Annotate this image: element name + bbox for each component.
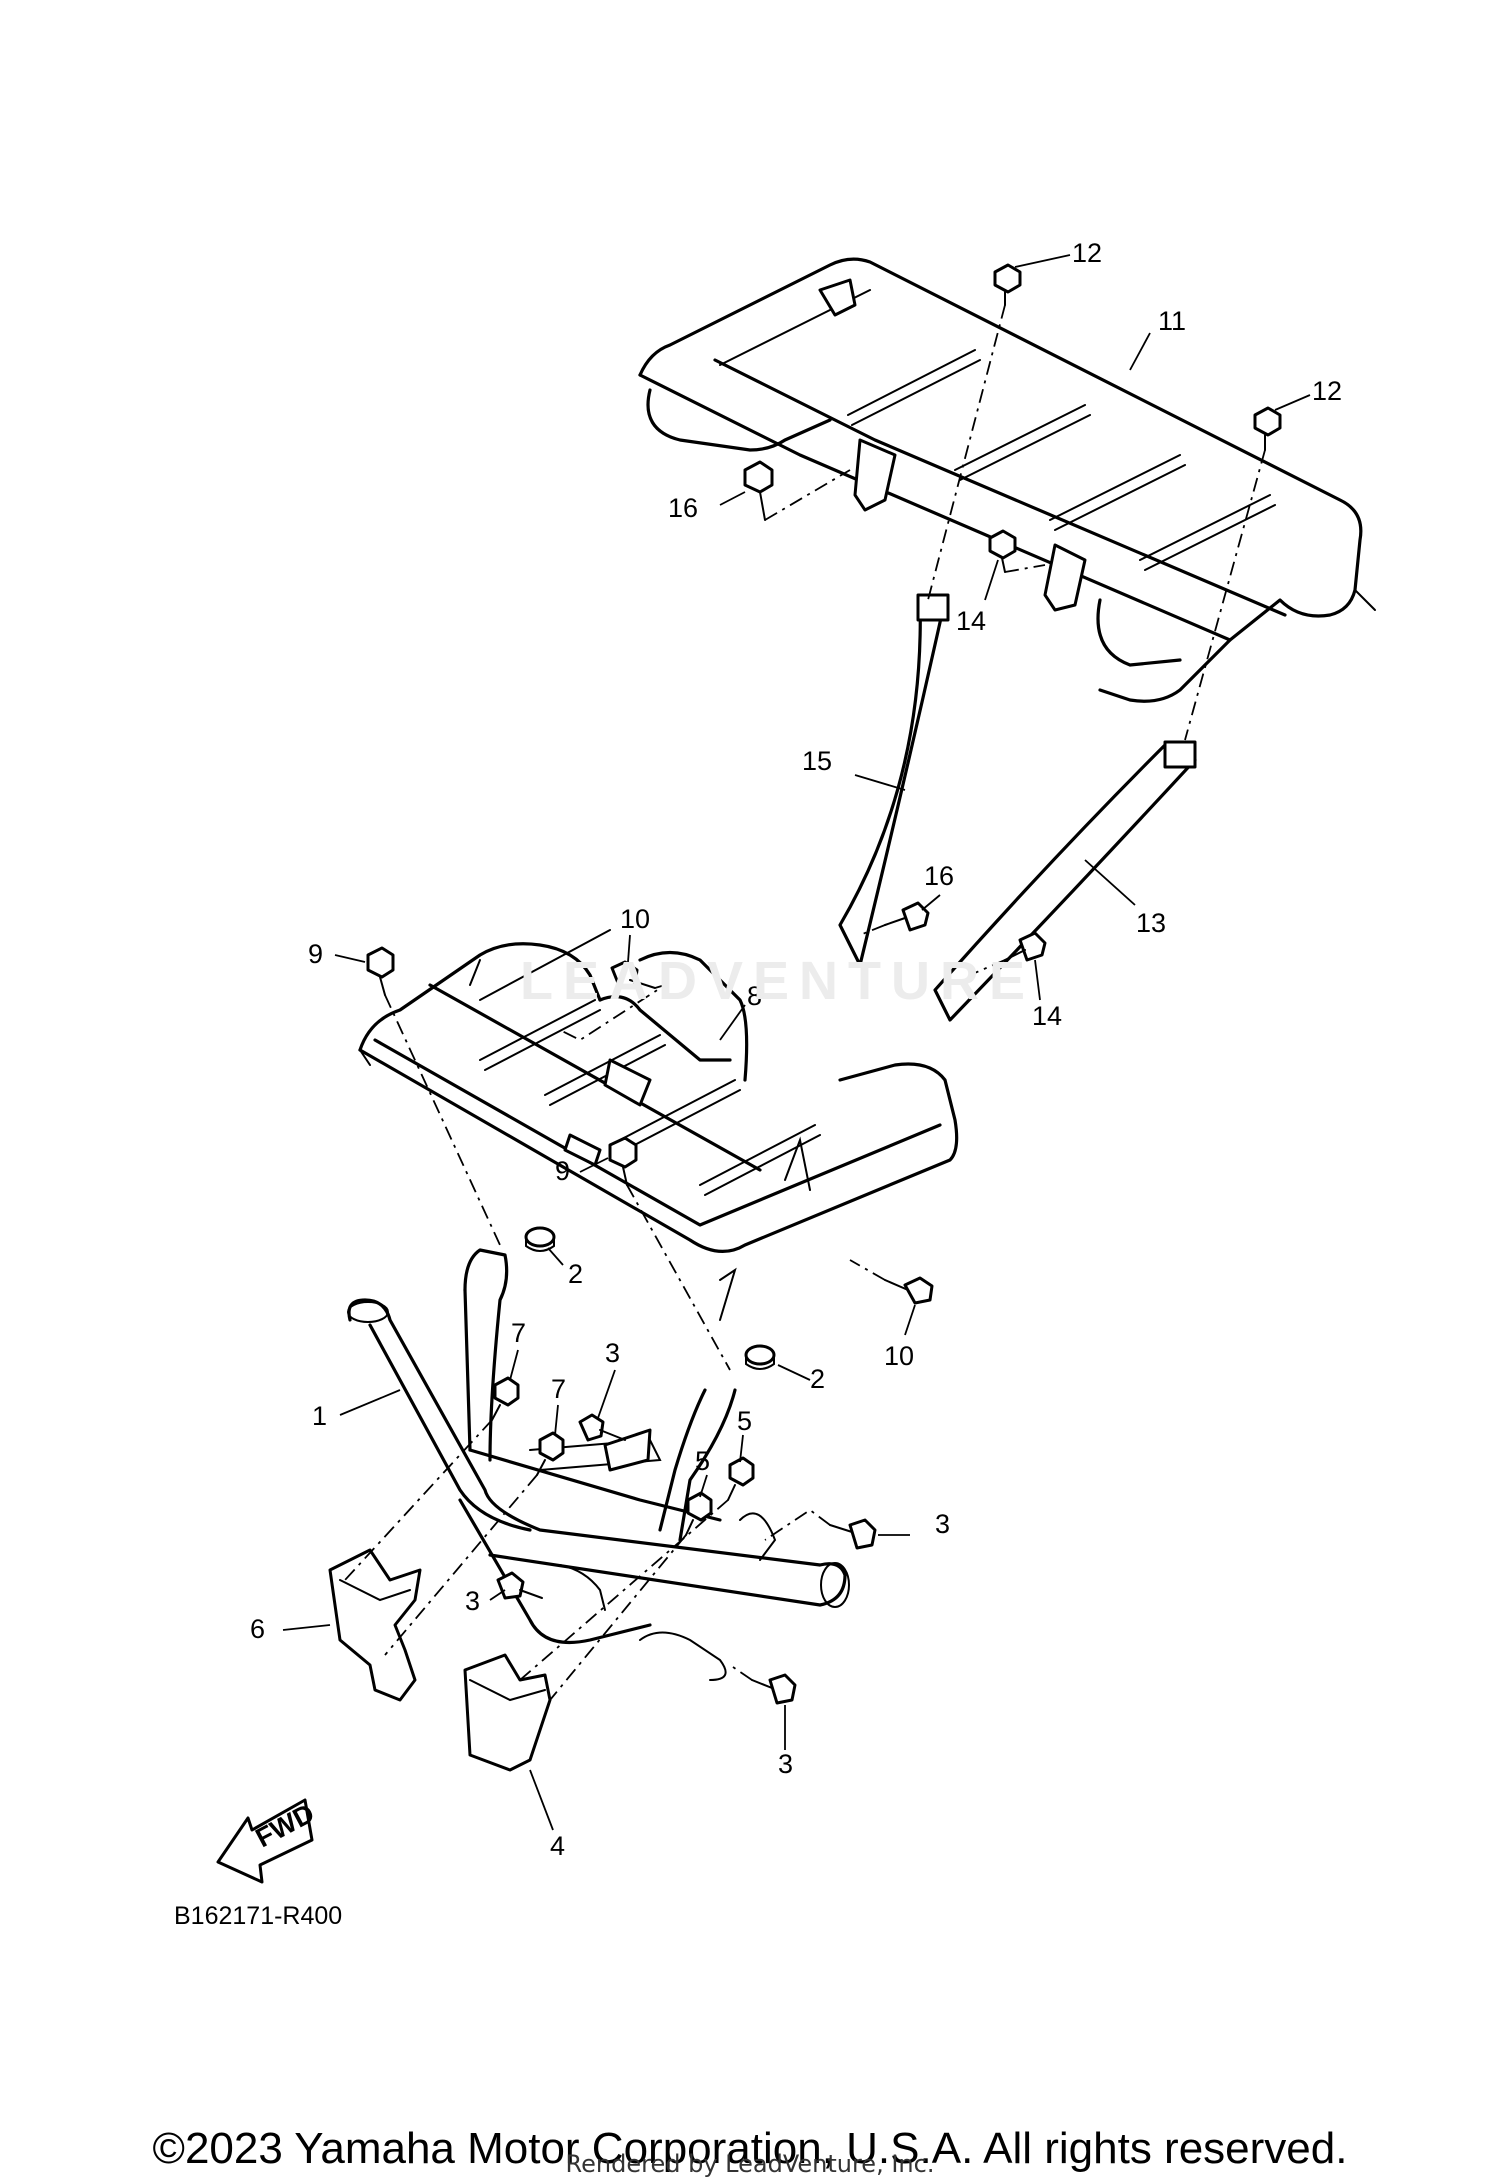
callout-4: 4 xyxy=(550,1831,565,1861)
callout-2: 2 xyxy=(568,1259,583,1289)
callout-3: 3 xyxy=(935,1509,950,1539)
bolt-10-top xyxy=(610,960,656,990)
frame-1 xyxy=(347,1248,850,1681)
bolt-3-d xyxy=(751,1673,797,1705)
bolt-7-right xyxy=(536,1431,565,1476)
callout-7: 7 xyxy=(551,1374,566,1404)
callout-13: 13 xyxy=(1136,908,1166,938)
callout-numbers: 12 11 12 16 14 15 16 13 14 9 10 8 9 10 2… xyxy=(250,238,1342,1861)
leader-lines xyxy=(282,254,1311,1831)
callout-7: 7 xyxy=(511,1318,526,1348)
callout-11: 11 xyxy=(1158,306,1186,336)
callout-6: 6 xyxy=(250,1614,265,1644)
bolt-5-a xyxy=(727,1456,755,1501)
bolt-5-b xyxy=(685,1491,713,1536)
bolt-12-top xyxy=(993,263,1022,306)
callout-1: 1 xyxy=(312,1401,327,1431)
callout-10: 10 xyxy=(620,904,650,934)
bolt-16-mid xyxy=(884,901,930,932)
guard-6 xyxy=(328,1548,422,1702)
callout-14: 14 xyxy=(956,606,986,636)
callout-9: 9 xyxy=(308,939,323,969)
bolt-16-top xyxy=(743,460,774,521)
callout-3: 3 xyxy=(605,1338,620,1368)
callout-5: 5 xyxy=(737,1406,752,1436)
bolt-14-top xyxy=(988,529,1017,573)
bolt-3-c xyxy=(496,1571,543,1600)
rear-carrier xyxy=(638,257,1376,703)
collar-2-left xyxy=(524,1226,556,1252)
front-carrier xyxy=(358,929,959,1321)
callout-2: 2 xyxy=(810,1364,825,1394)
stay-15 xyxy=(838,593,950,967)
callout-5: 5 xyxy=(695,1446,710,1476)
collar-2-right xyxy=(744,1344,776,1370)
guard-4 xyxy=(463,1653,552,1772)
alignment-lines xyxy=(344,304,1266,1701)
bolt-14-mid xyxy=(1004,931,1047,962)
callout-16: 16 xyxy=(668,493,698,523)
bolt-10-mid xyxy=(884,1276,934,1305)
callout-12: 12 xyxy=(1072,238,1102,268)
stay-13 xyxy=(933,740,1197,1022)
bolt-9-top xyxy=(366,946,395,996)
fasteners xyxy=(366,263,1282,1705)
copyright-notice: ©2023 Yamaha Motor Corporation, U.S.A. A… xyxy=(152,2124,1348,2173)
callout-8: 8 xyxy=(747,981,762,1011)
bolt-9-mid xyxy=(608,1136,638,1186)
bolt-7-left xyxy=(491,1376,520,1421)
bolt-3-a xyxy=(578,1413,626,1442)
diagram-code: B162171-R400 xyxy=(174,1902,343,1930)
callout-12: 12 xyxy=(1312,376,1342,406)
bolt-3-b xyxy=(829,1518,877,1550)
watermark: LEADVENTURE xyxy=(520,951,1036,1011)
callout-14: 14 xyxy=(1032,1001,1062,1031)
callout-10: 10 xyxy=(884,1341,914,1371)
bolt-12-right xyxy=(1253,406,1282,451)
rendered-by-note: Rendered by LeadVenture, Inc. xyxy=(565,2150,935,2178)
callout-3: 3 xyxy=(465,1586,480,1616)
callout-3: 3 xyxy=(778,1749,793,1779)
callout-9: 9 xyxy=(555,1156,570,1186)
fwd-arrow-icon: FWD xyxy=(216,1798,319,1884)
callout-15: 15 xyxy=(802,746,832,776)
callout-16: 16 xyxy=(924,861,954,891)
